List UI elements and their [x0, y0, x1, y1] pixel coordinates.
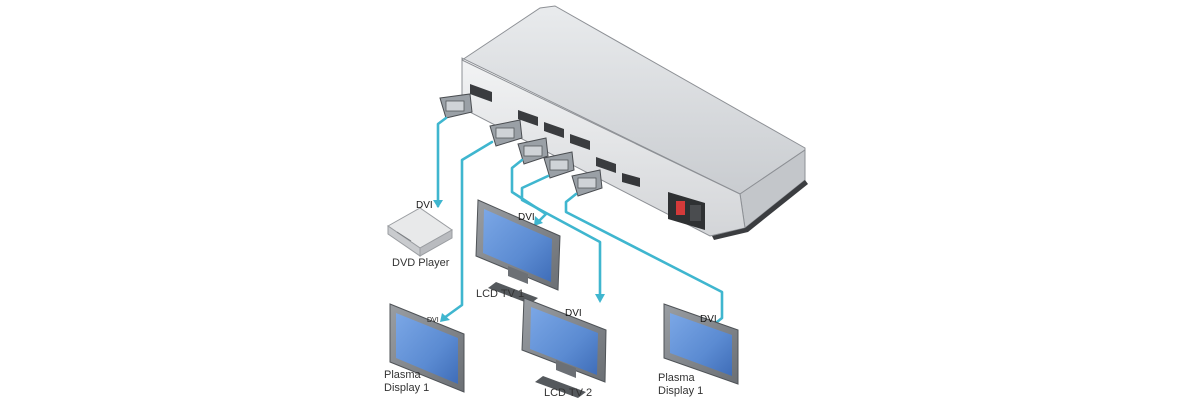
lcd-tv-2-cable — [520, 174, 605, 303]
plasma-display-right-label-line1: Plasma — [658, 372, 696, 384]
distribution-amplifier-icon — [461, 5, 808, 240]
lcd-tv-1-cable-label: DVI — [518, 212, 535, 223]
plasma-display-left-icon — [389, 303, 465, 393]
dvi-connector-out1-icon — [489, 119, 523, 147]
dvi-connector-out2-icon — [517, 137, 549, 165]
lcd-tv-1-icon — [475, 199, 561, 304]
plasma-display-right-label-line2: Display 1 — [658, 385, 703, 397]
lcd-tv-1-cable — [510, 158, 548, 226]
dvd-player-icon — [387, 207, 453, 257]
lcd-tv-1-label: LCD TV 1 — [476, 288, 524, 300]
lcd-tv-2-cable-label: DVI — [565, 308, 582, 319]
dvd-player-label: DVD Player — [392, 257, 450, 269]
plasma-left-cable-label: DVI — [427, 317, 439, 324]
dvi-connector-input-icon — [439, 93, 473, 119]
power-socket-icon — [668, 192, 705, 230]
dvd-cable-label: DVI — [416, 200, 433, 211]
plasma-display-left-label-line1: Plasma — [384, 369, 422, 381]
dvd-cable — [433, 116, 448, 208]
plasma-display-right-icon — [663, 303, 739, 385]
lcd-tv-2-icon — [521, 297, 607, 398]
dvi-connector-out3-icon — [543, 151, 575, 179]
lcd-tv-2-label: LCD TV 2 — [544, 387, 592, 399]
plasma-display-left-label-line2: Display 1 — [384, 382, 429, 394]
plasma-left-cable — [440, 140, 494, 322]
dvi-connector-out4-icon — [571, 169, 603, 197]
plasma-right-cable-label: DVI — [700, 314, 717, 325]
